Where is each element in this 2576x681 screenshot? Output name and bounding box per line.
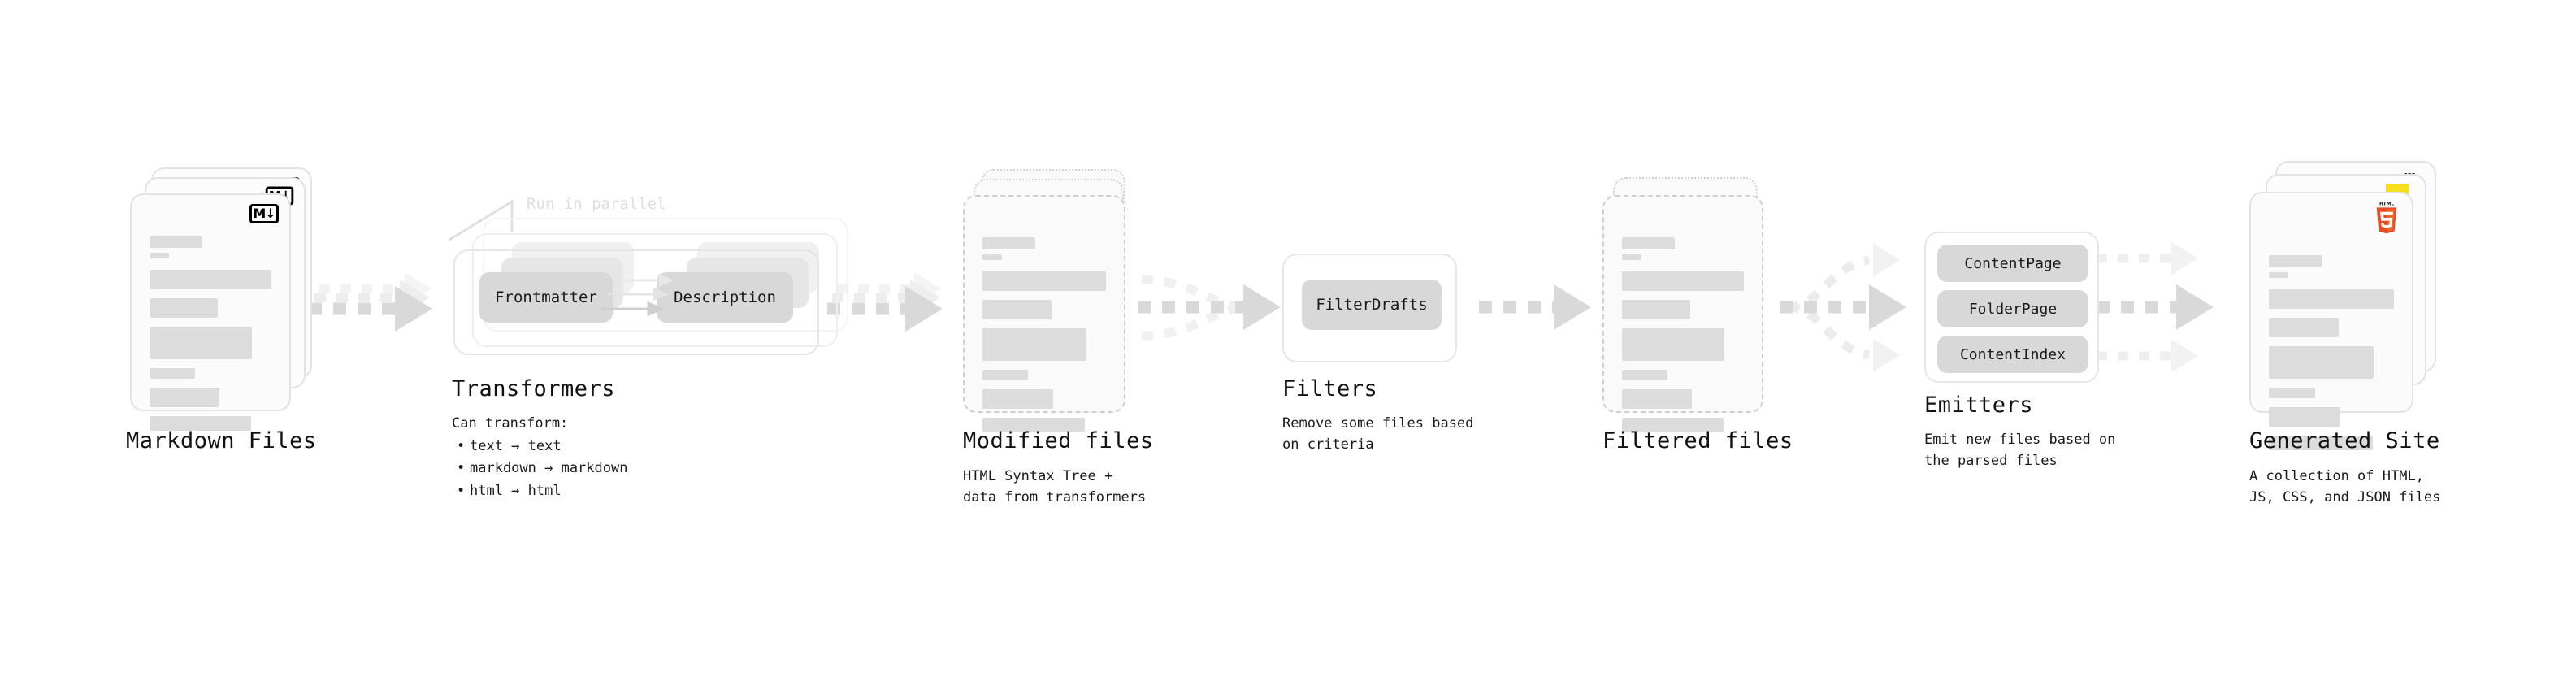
skeleton-bar <box>982 254 1002 260</box>
filters-group[interactable]: FilterDrafts <box>1282 254 1457 362</box>
transformer-bullet: markdown → markdown <box>457 458 628 480</box>
skeleton-bar <box>150 388 219 407</box>
modified-files-subtitle: HTML Syntax Tree + data from transformers <box>963 466 1146 509</box>
emitters-title: Emitters <box>1924 393 2034 418</box>
transformers-bullets-header: Can transform: <box>452 415 569 432</box>
skeleton-bar <box>2269 255 2322 267</box>
generated-file-html[interactable]: HTML <box>2249 192 2413 450</box>
transformer-pill-frontmatter[interactable]: Frontmatter <box>479 272 613 323</box>
skeleton-bar <box>982 389 1053 409</box>
skeleton-bar <box>1622 254 1641 260</box>
generated-site-title: Generated Site <box>2249 428 2440 453</box>
generated-skeleton <box>2269 255 2394 459</box>
skeleton-bar <box>2269 289 2394 309</box>
modified-file-front[interactable] <box>963 195 1125 432</box>
modified-sub-line2: data from transformers <box>963 489 1147 506</box>
generated-sub-line2: JS, CSS, and JSON files <box>2249 489 2441 506</box>
transformers-bullets: Can transform: text → text markdown → ma… <box>452 413 627 502</box>
filtered-file-front[interactable] <box>1602 195 1763 432</box>
skeleton-bar <box>1622 237 1675 249</box>
markdown-file-front[interactable]: M↓ <box>130 193 291 431</box>
skeleton-bar <box>982 237 1035 249</box>
markdown-icon: M↓ <box>249 204 279 223</box>
arrow-markdown-to-transformers <box>309 271 432 332</box>
skeleton-bar <box>150 270 271 289</box>
emitter-pill-folderpage[interactable]: FolderPage <box>1937 290 2088 327</box>
filters-title: Filters <box>1282 376 1378 401</box>
arrow-filters-to-filtered <box>1479 284 1591 330</box>
transformers-title: Transformers <box>452 376 616 401</box>
generated-site-subtitle: A collection of HTML, JS, CSS, and JSON f… <box>2249 466 2440 509</box>
transformer-bullet: html → html <box>457 480 627 503</box>
skeleton-bar <box>1622 300 1690 319</box>
skeleton-bar <box>1622 370 1667 380</box>
emitters-sub-line2: the parsed files <box>1924 453 2058 470</box>
emitters-group[interactable]: ContentPage FolderPage ContentIndex <box>1924 232 2099 383</box>
skeleton-bar <box>150 298 218 318</box>
skeleton-bar <box>150 253 169 258</box>
arrow-filtered-to-emitters <box>1780 243 1906 372</box>
markdown-files-title: Markdown Files <box>126 428 317 453</box>
skeleton-bar <box>150 368 195 379</box>
skeleton-bar <box>1622 328 1724 361</box>
skeleton-bar <box>982 271 1106 291</box>
emitters-sub-line1: Emit new files based on <box>1924 432 2116 448</box>
filters-sub-line2: on criteria <box>1282 436 1374 453</box>
modified-skeleton <box>982 237 1106 441</box>
filtered-files-title: Filtered files <box>1602 428 1793 453</box>
transformer-pill-description[interactable]: Description <box>657 272 793 323</box>
modified-files-title: Modified files <box>963 428 1154 453</box>
generated-sub-line1: A collection of HTML, <box>2249 468 2424 484</box>
skeleton-bar <box>150 327 252 359</box>
emitter-pill-contentpage[interactable]: ContentPage <box>1937 245 2088 282</box>
emitters-subtitle: Emit new files based on the parsed files <box>1924 429 2115 472</box>
skeleton-bar <box>1622 418 1724 432</box>
skeleton-bar <box>2269 388 2315 398</box>
filters-sub-line1: Remove some files based <box>1282 415 1474 432</box>
skeleton-bar <box>150 236 202 248</box>
html5-icon: HTML <box>2373 202 2400 234</box>
skeleton-bar <box>2269 407 2340 427</box>
skeleton-bar <box>150 416 251 431</box>
skeleton-bar <box>982 370 1029 380</box>
skeleton-bar <box>2269 346 2374 379</box>
skeleton-bar <box>1622 389 1692 409</box>
arrow-modified-to-filters <box>1138 275 1281 340</box>
skeleton-bar <box>2269 436 2373 450</box>
html5-icon-svg: HTML <box>2376 202 2397 234</box>
transformer-bullet: text → text <box>457 436 627 458</box>
skeleton-bar <box>982 418 1086 432</box>
skeleton-bar <box>2269 318 2340 337</box>
filtered-skeleton <box>1622 237 1744 441</box>
run-in-parallel-note: Run in parallel <box>527 195 666 213</box>
skeleton-bar <box>982 328 1086 361</box>
transformer-card-front[interactable]: Frontmatter Description <box>453 249 819 355</box>
markdown-skeleton <box>150 236 271 440</box>
svg-text:HTML: HTML <box>2379 202 2394 207</box>
skeleton-bar <box>1622 271 1744 291</box>
modified-sub-line1: HTML Syntax Tree + <box>963 468 1113 484</box>
emitter-pill-contentindex[interactable]: ContentIndex <box>1937 336 2088 373</box>
filters-subtitle: Remove some files based on criteria <box>1282 413 1473 456</box>
skeleton-bar <box>2269 272 2288 278</box>
filter-pill-filterdrafts[interactable]: FilterDrafts <box>1302 280 1442 330</box>
arrow-emitters-to-site <box>2097 241 2214 373</box>
skeleton-bar <box>982 300 1052 319</box>
